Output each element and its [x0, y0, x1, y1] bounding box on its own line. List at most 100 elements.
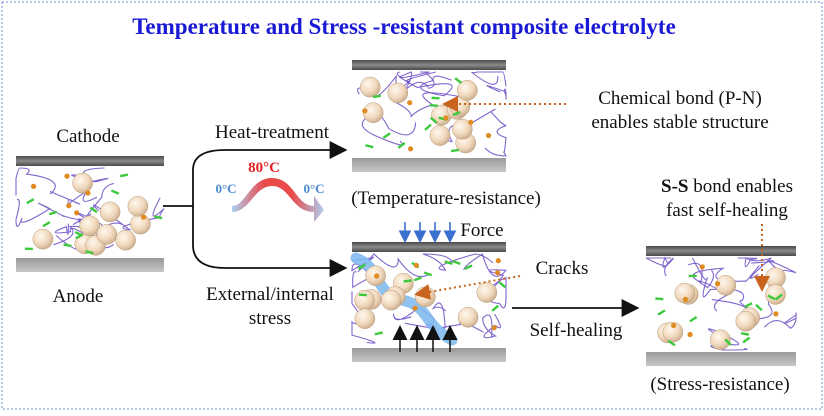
- ceramic-particle: [477, 283, 497, 303]
- ceramic-particle: [128, 196, 148, 216]
- chemical-bond-label-line2: enables stable structure: [591, 112, 768, 133]
- ceramic-particle: [33, 229, 53, 249]
- ss-bond-bold-text: S-S: [661, 176, 688, 197]
- crosslinker: [27, 199, 34, 203]
- chemical-bond-label-line1: Chemical bond (P-N): [598, 88, 762, 109]
- crosslinker: [365, 145, 373, 147]
- stress-branch-arrow: [193, 206, 344, 268]
- crosslinker: [745, 303, 752, 307]
- crosslinker: [120, 175, 128, 177]
- crosslinker: [404, 281, 412, 282]
- ceramic-particle: [430, 126, 450, 146]
- ion-dot: [66, 203, 71, 208]
- heat-branch-arrow: [163, 150, 344, 206]
- crosslinker: [49, 212, 57, 214]
- bottom-electrode: [352, 348, 506, 362]
- ion-dot: [495, 270, 500, 275]
- down-arrows-icon: [405, 222, 450, 240]
- crosslinker: [741, 333, 749, 335]
- ion-dot: [407, 100, 412, 105]
- cathode-label: Cathode: [56, 126, 119, 147]
- ion-dot: [486, 133, 491, 138]
- crosslinker: [453, 261, 461, 264]
- polymer-chain: [16, 168, 55, 196]
- ion-dot: [443, 115, 448, 120]
- crosslinker: [375, 333, 383, 335]
- temperature-resistance-label: (Temperature-resistance): [351, 188, 541, 209]
- crosslinker: [383, 133, 390, 137]
- ion-dot: [496, 258, 501, 263]
- ion-dot: [715, 281, 720, 286]
- crosslinker: [64, 245, 72, 246]
- ceramic-particle: [415, 287, 435, 307]
- crosslinker: [430, 105, 438, 106]
- polymer-chain: [483, 314, 501, 338]
- ceramic-particle: [458, 307, 478, 327]
- external-stress-label-line2: stress: [249, 308, 291, 329]
- crosslinker: [373, 96, 381, 97]
- cell-panel-self-healed: [646, 246, 796, 366]
- top-electrode: [352, 242, 506, 252]
- crosslinker: [658, 310, 665, 314]
- crosslinker: [424, 272, 432, 275]
- external-stress-label-line1: External/internal: [206, 284, 334, 305]
- crosslinker: [743, 338, 750, 343]
- crosslinker: [655, 298, 663, 299]
- ceramic-particle: [130, 214, 150, 234]
- ion-dot: [688, 332, 693, 337]
- force-label: Force: [460, 220, 503, 241]
- crosslinker: [359, 295, 367, 296]
- crosslinker: [43, 222, 50, 226]
- ceramic-particle: [73, 173, 93, 193]
- cell-panel-initial: [16, 156, 164, 272]
- temperature-high-label: 80°C: [248, 160, 280, 176]
- polymer-chain: [487, 86, 506, 99]
- crosslinker: [756, 305, 762, 310]
- bottom-electrode: [646, 352, 796, 366]
- crosslinker: [499, 282, 505, 287]
- top-electrode: [646, 246, 796, 256]
- ceramic-particle: [355, 309, 375, 329]
- cell-panel-temperature-resistant: [352, 60, 506, 172]
- cell-panel-stressed: [352, 242, 506, 362]
- ceramic-particle: [355, 290, 375, 310]
- ion-dot: [85, 190, 90, 195]
- crosslinker: [111, 191, 118, 194]
- ion-dot: [374, 273, 379, 278]
- ss-bond-label-line2: fast self-healing: [666, 200, 788, 221]
- crosslinker: [455, 78, 461, 83]
- ion-dot: [683, 297, 688, 302]
- temperature-low-right-label: 0°C: [303, 181, 324, 196]
- crosslinker: [425, 125, 431, 130]
- ceramic-particle: [766, 284, 786, 304]
- ion-dot: [412, 306, 417, 311]
- ss-bond-label-line1: S-S bond enables: [661, 176, 793, 197]
- top-electrode: [352, 60, 506, 70]
- ceramic-particle: [710, 330, 730, 350]
- crosslinker: [414, 277, 421, 280]
- heat-treatment-label: Heat-treatment: [215, 122, 330, 143]
- ceramic-particle: [381, 290, 401, 310]
- polymer-chain: [764, 313, 796, 328]
- top-electrode: [16, 156, 164, 166]
- stress-resistance-label: (Stress-resistance): [650, 374, 789, 395]
- ion-dot: [468, 120, 473, 125]
- ion-dot: [31, 184, 36, 189]
- bottom-electrode: [16, 258, 164, 272]
- figure-title: Temperature and Stress -resistant compos…: [132, 14, 676, 39]
- ion-dot: [408, 146, 413, 151]
- ceramic-particle: [116, 230, 136, 250]
- self-healing-label: Self-healing: [530, 320, 623, 341]
- ion-dot: [492, 325, 497, 330]
- ion-dot: [64, 174, 69, 179]
- crosslinker: [690, 317, 697, 321]
- ion-dot: [362, 108, 367, 113]
- temperature-low-left-label: 0°C: [215, 181, 236, 196]
- bottom-electrode: [352, 158, 506, 172]
- ion-dot: [74, 210, 79, 215]
- ceramic-particle: [100, 202, 120, 222]
- ceramic-particle: [97, 224, 117, 244]
- ion-dot: [671, 323, 676, 328]
